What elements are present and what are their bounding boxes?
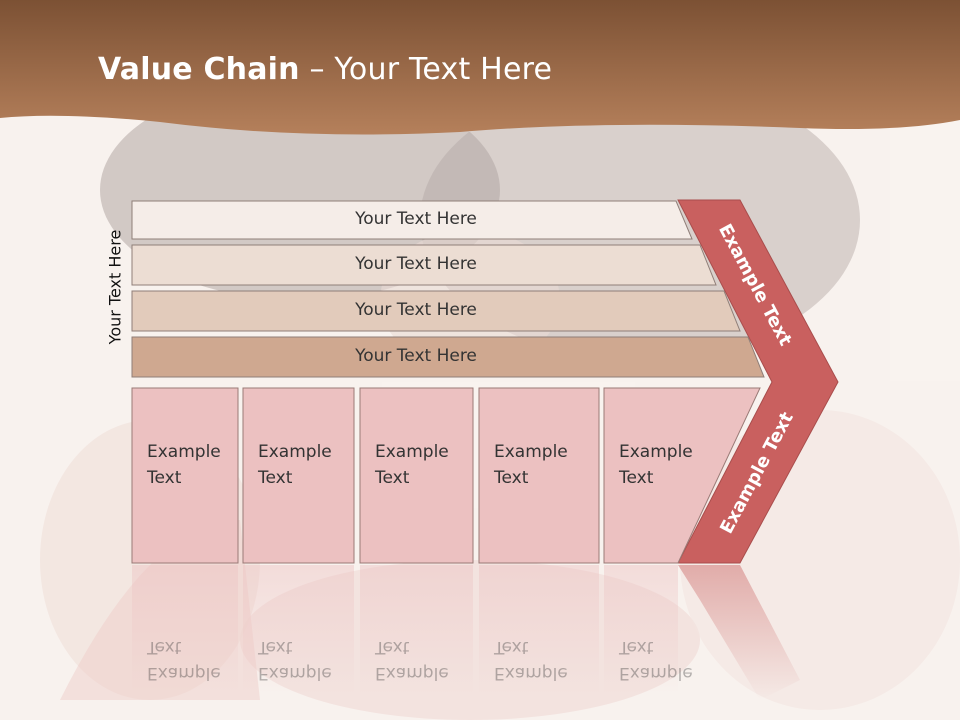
primary-activity-box-reflection [132, 565, 238, 695]
support-bar [131, 290, 741, 332]
support-bar-label: Your Text Here [355, 254, 477, 274]
primary-activity-label-line2: Text [147, 468, 182, 488]
reflection-line1: Example [494, 663, 568, 683]
primary-activity-box [359, 387, 474, 564]
margin-arrow [677, 199, 839, 564]
primary-activity-label-line2: Text [494, 468, 529, 488]
primary-activity-box-reflection [604, 565, 678, 695]
primary-activity-box [242, 387, 355, 564]
support-bar [131, 336, 765, 378]
reflection-line2: Text [494, 637, 529, 657]
primary-activity-label-line2: Text [258, 468, 293, 488]
primary-activity-label-line2: Text [375, 468, 410, 488]
reflection-line2: Text [147, 637, 182, 657]
margin-arrow-reflection [678, 565, 800, 700]
side-label-text: Your Text Here [105, 229, 125, 345]
primary-activity-box-reflection [479, 565, 599, 695]
primary-activity-label-line2: Text [619, 468, 654, 488]
page-title: Value Chain – Your Text Here [98, 52, 552, 87]
support-bar-label: Your Text Here [355, 300, 477, 320]
primary-activity-box [478, 387, 600, 564]
primary-activity-label-line1: Example [258, 442, 332, 462]
primary-activity-box-reflection [243, 565, 354, 695]
primary-activity-label-line1: Example [619, 442, 693, 462]
reflection-line2: Text [619, 637, 654, 657]
primary-activity-label-line1: Example [147, 442, 221, 462]
primary-activity-label-reflection: Example Text [258, 634, 358, 686]
support-bar-label: Your Text Here [355, 346, 477, 366]
header-band [0, 0, 960, 135]
primary-activity-label-line1: Example [494, 442, 568, 462]
reflection-line1: Example [258, 663, 332, 683]
primary-activity-box-reflection [360, 565, 473, 695]
primary-activity-label-reflection: Example Text [494, 634, 594, 686]
reflection-line1: Example [375, 663, 449, 683]
title-bold: Value Chain [98, 52, 300, 87]
support-bar-label: Your Text Here [355, 209, 477, 229]
primary-activity-label-reflection: Example Text [375, 634, 475, 686]
support-bar [131, 244, 717, 286]
primary-activity-label-reflection: Example Text [147, 634, 247, 686]
reflection-group [132, 565, 678, 695]
reflection-line1: Example [619, 663, 693, 683]
reflection-line2: Text [375, 637, 410, 657]
primary-activity-box [603, 387, 761, 564]
support-bar [131, 200, 693, 240]
primary-activity-label-reflection: Example Text [619, 634, 719, 686]
reflection-line2: Text [258, 637, 293, 657]
primary-activity-label-line1: Example [375, 442, 449, 462]
primary-activity-box [131, 387, 239, 564]
title-rest: – Your Text Here [299, 52, 553, 87]
reflection-line1: Example [147, 663, 221, 683]
